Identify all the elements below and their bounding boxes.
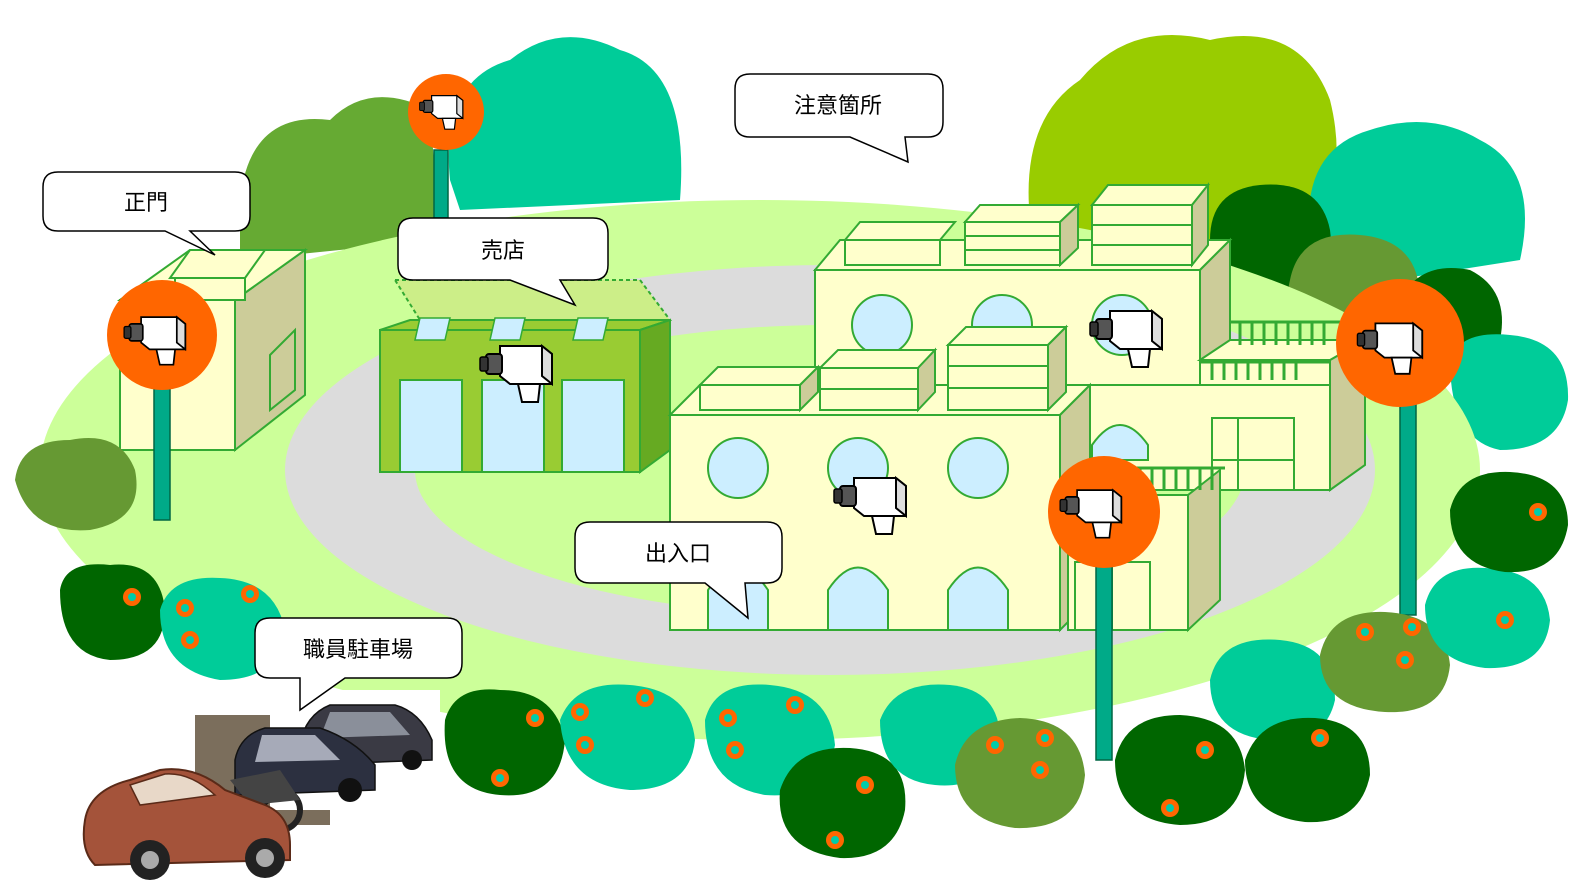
label-caution-area: 注意箇所 [794,94,882,119]
shop-building [379,279,672,474]
label-staff-parking: 職員駐車場 [303,638,413,663]
pole-camera-shop [408,74,484,219]
pole-camera-right [1336,279,1464,616]
car-icon [82,768,291,880]
callout-main-gate: 正門 [42,171,251,256]
staff-parking-cars [82,690,440,880]
pole-camera-gate [107,280,217,521]
label-shop: 売店 [481,239,525,264]
callout-entrance: 出入口 [574,521,783,620]
callout-staff-parking: 職員駐車場 [254,617,463,712]
pole-camera-entrance [1048,456,1160,761]
label-entrance: 出入口 [645,542,711,567]
shrubs-front [15,438,1568,859]
callout-caution-area: 注意箇所 [734,73,944,164]
callout-shop: 売店 [397,217,609,307]
label-main-gate: 正門 [124,191,168,216]
